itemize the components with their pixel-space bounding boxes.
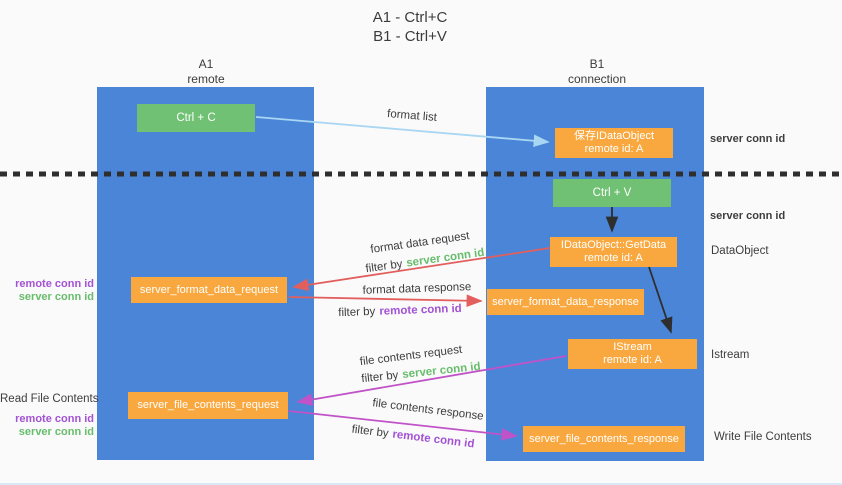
side-label-server-conn-id-2: server conn id xyxy=(18,426,94,438)
side-label-remote-conn-id-2: remote conn id xyxy=(15,413,94,425)
getdata-line2: remote id: A xyxy=(584,252,643,264)
save-idataobject-line1: 保存IDataObject xyxy=(573,130,655,142)
node-ctrl-v: Ctrl + V xyxy=(553,179,671,207)
side-label-istream: Istream xyxy=(711,349,750,361)
side-label-server-conn-id-mid: server conn id xyxy=(710,210,786,222)
node-server-file-contents-response: server_file_contents_response xyxy=(523,426,685,452)
lane-b1-subtitle: connection xyxy=(567,72,627,86)
node-save-idataobject: 保存IDataObject remote id: A xyxy=(555,128,673,158)
filter-by-text: filter by xyxy=(350,423,390,440)
remote-conn-id-text: remote conn id xyxy=(391,428,476,451)
format-response-label: server_format_data_response xyxy=(492,295,639,308)
side-label-server-conn-id-1: server conn id xyxy=(18,291,94,303)
window-bottom-edge xyxy=(0,483,842,485)
node-server-file-contents-request: server_file_contents_request xyxy=(128,392,288,419)
getdata-line1: IDataObject::GetData xyxy=(560,239,667,251)
istream-line2: remote id: A xyxy=(603,354,662,366)
node-idataobject-getdata: IDataObject::GetData remote id: A xyxy=(550,237,677,267)
lane-a1-name: A1 xyxy=(198,57,214,71)
edge-label-format-data-response: format data response xyxy=(362,281,472,297)
side-pair-format: remote conn id server conn id xyxy=(0,278,94,304)
side-label-dataobject: DataObject xyxy=(711,245,769,257)
format-request-label: server_format_data_request xyxy=(139,283,279,296)
file-request-label: server_file_contents_request xyxy=(137,399,279,411)
node-server-format-data-response: server_format_data_response xyxy=(487,289,644,315)
side-label-read-file-contents: Read File Contents xyxy=(0,393,99,405)
title-line-2: B1 - Ctrl+V xyxy=(373,28,447,45)
lane-header-b1: B1 connection xyxy=(542,57,652,87)
diagram-title: A1 - Ctrl+C B1 - Ctrl+V xyxy=(310,8,510,46)
filter-by-text: filter by xyxy=(338,305,376,320)
server-conn-id-text: server conn id xyxy=(405,246,486,270)
istream-line1: IStream xyxy=(613,341,652,353)
side-pair-file: remote conn id server conn id xyxy=(0,413,94,439)
side-label-server-conn-id-top: server conn id xyxy=(710,133,786,145)
lane-b1-name: B1 xyxy=(589,57,605,71)
filter-by-text: filter by xyxy=(360,369,399,386)
remote-conn-id-text: remote conn id xyxy=(379,302,462,318)
edge-label-file-contents-response: file contents response xyxy=(371,397,485,423)
file-response-label: server_file_contents_response xyxy=(529,432,679,445)
edge-label-format-list: format list xyxy=(386,108,438,124)
node-ctrl-c: Ctrl + C xyxy=(137,104,255,132)
server-conn-id-text: server conn id xyxy=(401,360,482,381)
ctrl-c-label: Ctrl + C xyxy=(176,112,216,124)
title-line-1: A1 - Ctrl+C xyxy=(372,9,448,26)
filter-by-text: filter by xyxy=(364,258,404,276)
ctrl-v-label: Ctrl + V xyxy=(592,187,632,199)
lane-a1-subtitle: remote xyxy=(187,72,225,86)
side-label-write-file-contents: Write File Contents xyxy=(714,431,812,443)
lane-header-a1: A1 remote xyxy=(151,57,261,87)
save-idataobject-line2: remote id: A xyxy=(584,143,644,155)
format-data-response-arrow xyxy=(288,294,483,307)
node-istream: IStream remote id: A xyxy=(568,339,697,369)
node-server-format-data-request: server_format_data_request xyxy=(131,277,287,303)
side-label-remote-conn-id-1: remote conn id xyxy=(15,278,94,290)
